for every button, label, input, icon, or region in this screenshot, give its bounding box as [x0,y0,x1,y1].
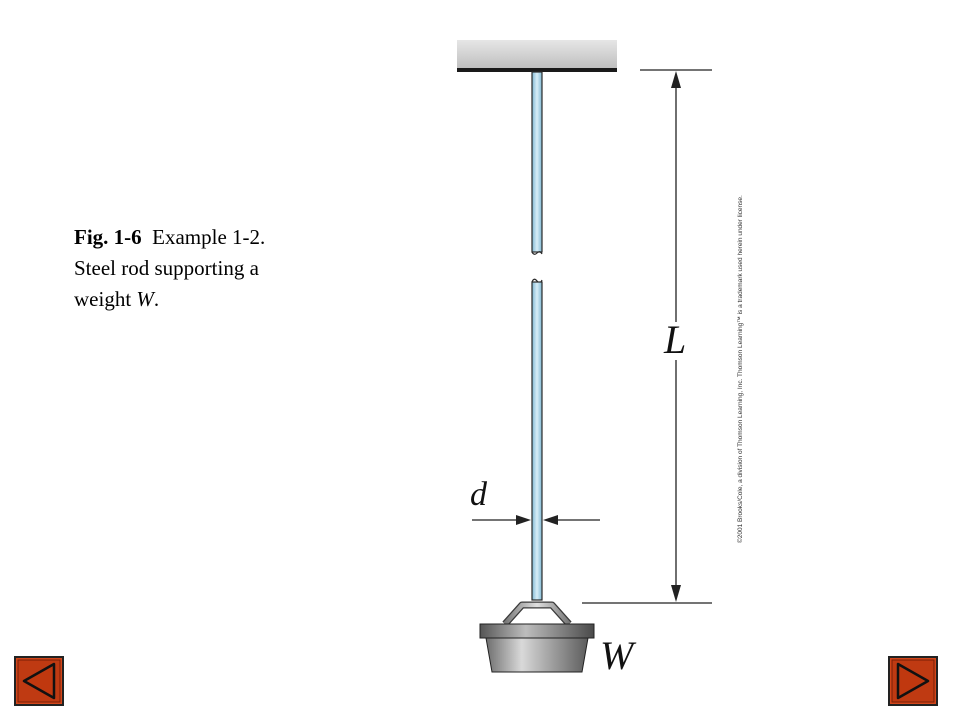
diameter-label: d [470,476,487,513]
copyright-notice: ©2001 Brooks/Cole, a division of Thomson… [737,195,744,543]
next-slide-button[interactable] [888,656,938,706]
weight-label: W [600,633,634,678]
caption-line-3-prefix: weight [74,287,137,311]
length-label: L [664,317,687,362]
triangle-right-icon [888,656,938,706]
triangle-left-icon [14,656,64,706]
steel-rod-lower [531,278,543,601]
figure-caption: Fig. 1-6 Example 1-2. Steel rod supporti… [74,222,354,315]
steel-rod-upper [531,71,543,255]
previous-slide-button[interactable] [14,656,64,706]
caption-line-3-suffix: . [153,287,160,311]
figure-number: Fig. 1-6 [74,225,142,249]
caption-line-2: Steel rod supporting a [74,256,259,280]
caption-example: Example 1-2. [152,225,266,249]
caption-weight-var: W [136,287,154,311]
ceiling-support [457,40,617,72]
weight-bucket [479,601,595,673]
diameter-dimension [472,515,600,525]
length-dimension [582,69,712,604]
